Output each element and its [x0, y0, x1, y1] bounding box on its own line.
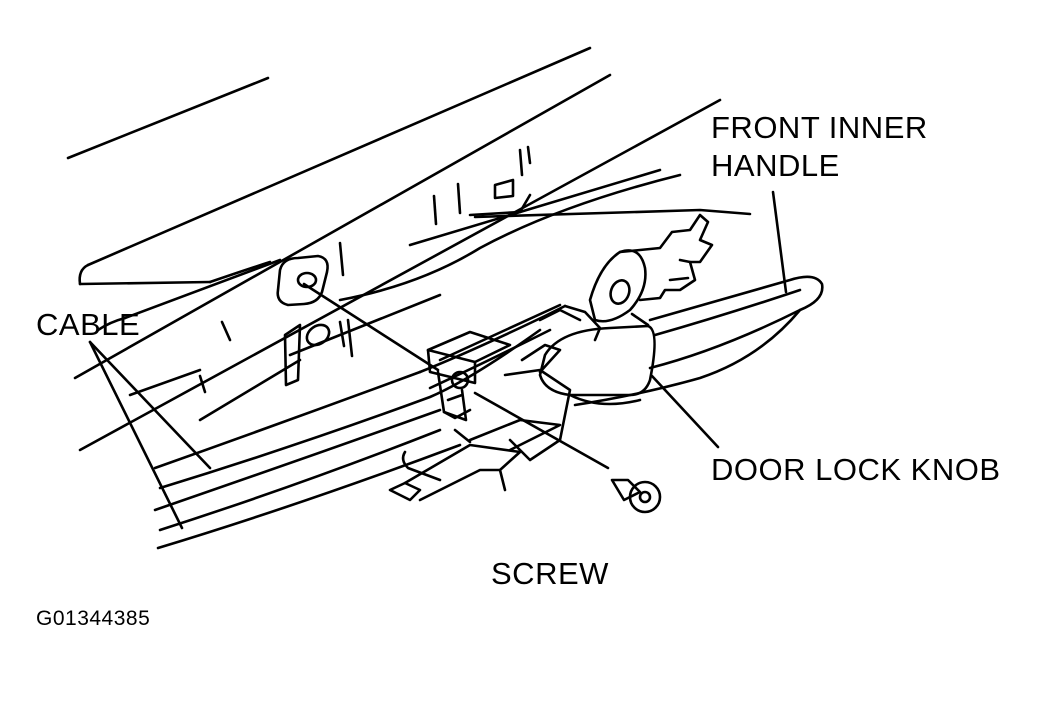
- screw-label: SCREW: [491, 556, 609, 591]
- door-lock-knob-label: DOOR LOCK KNOB: [711, 452, 1001, 487]
- front-inner-handle: [575, 192, 822, 405]
- cable-label: CABLE: [36, 307, 141, 342]
- screw-part: [304, 284, 660, 512]
- bracket-assembly: [390, 306, 600, 500]
- cables: [155, 305, 565, 548]
- front-inner-handle-label-line2: HANDLE: [711, 148, 840, 183]
- mounting-holes: [278, 256, 333, 385]
- cable-leaders: [90, 342, 210, 528]
- door-panel: [68, 48, 750, 450]
- figure-code: G01344385: [36, 607, 151, 630]
- front-inner-handle-label-line1: FRONT INNER: [711, 110, 928, 145]
